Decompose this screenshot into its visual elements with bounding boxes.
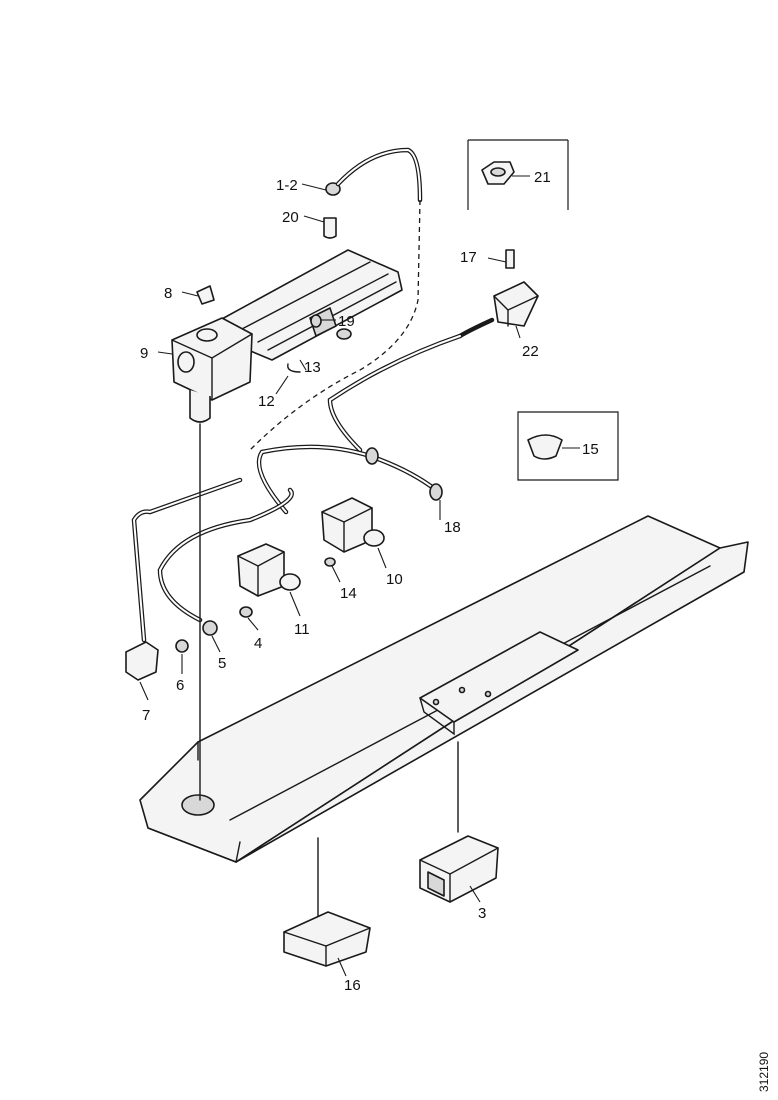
pilot-pin [323,182,341,239]
callout-3: 3 [478,905,486,922]
document-number: 312190 [757,1052,771,1092]
valve-block [171,317,253,423]
control-plate [419,631,579,736]
callout-1-2: 1-2 [276,177,298,194]
callout-13: 13 [304,359,321,376]
callout-6: 6 [176,677,184,694]
callout-12: 12 [258,393,275,410]
assembly-lines [199,423,459,921]
valve-22 [327,249,539,453]
callout-9: 9 [140,345,148,362]
part-3-housing [419,835,499,903]
callout-16: 16 [344,977,361,994]
box-21 [467,139,569,210]
callout-10: 10 [386,571,403,588]
leader-lines [139,175,580,977]
callout-22: 22 [522,343,539,360]
pilot-parts [287,314,352,373]
fitting-7 [125,641,159,681]
part-16-pad [283,911,371,967]
callout-15: 15 [582,441,599,458]
fittings [175,557,336,653]
callout-4: 4 [254,635,262,652]
callout-20: 20 [282,209,299,226]
callout-11: 11 [294,621,310,638]
valve-11 [237,543,301,597]
callout-19: 19 [338,313,355,330]
callout-18: 18 [444,519,461,536]
callout-5: 5 [218,655,226,672]
valve-10 [321,497,385,553]
callout-7: 7 [142,707,150,724]
gas-tubing [131,444,443,643]
callout-labels: 1-2 20 8 9 19 13 12 21 17 22 15 18 10 14… [140,169,599,994]
callout-14: 14 [340,585,357,602]
callout-17: 17 [460,249,477,266]
thermocouple-fitting [196,285,215,305]
burner-assembly [219,249,403,361]
callout-8: 8 [164,285,172,302]
burner-tray [139,515,749,863]
box-15 [517,411,619,481]
pilot-cable [249,147,423,451]
callout-21: 21 [534,169,551,186]
